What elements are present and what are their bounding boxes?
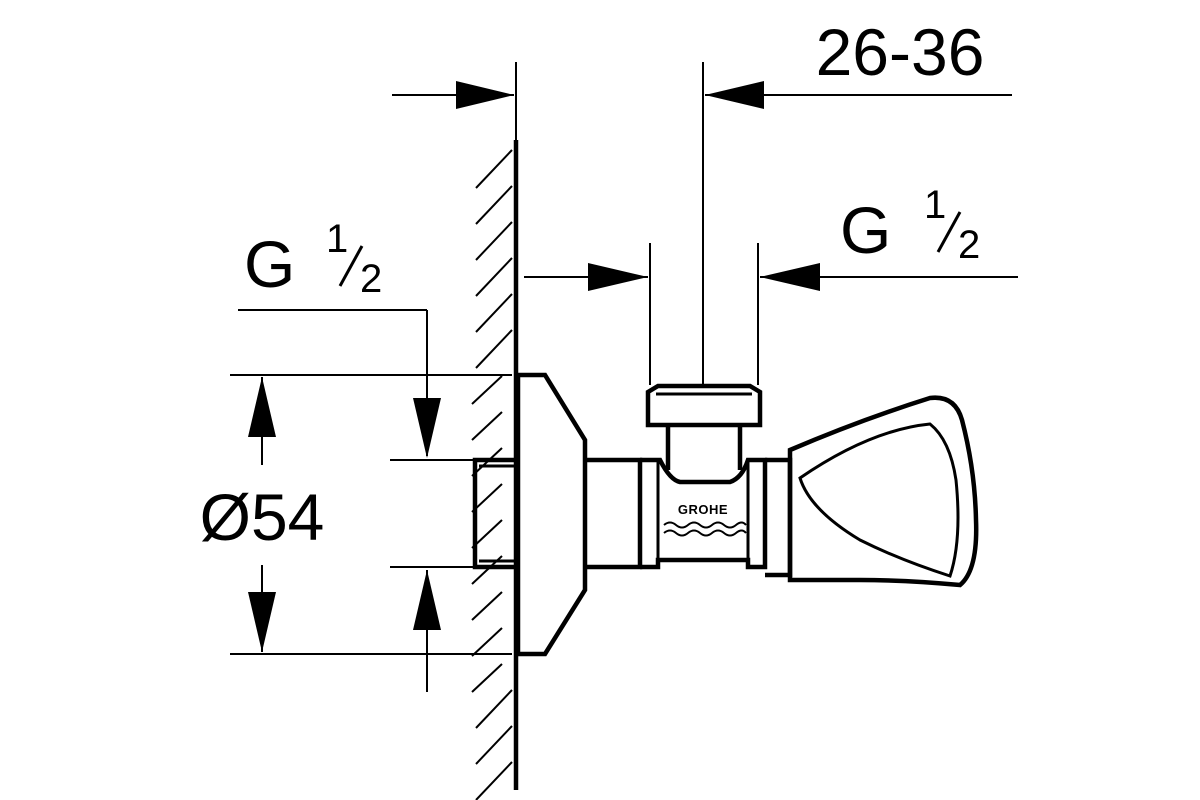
handle-facet <box>798 422 960 578</box>
diameter-label: Ø54 <box>200 480 325 554</box>
outlet-thread-denominator: 2 <box>958 223 980 267</box>
hatch-stroke <box>471 375 503 405</box>
hatch-stroke <box>475 725 513 765</box>
hatch-stroke <box>475 185 513 225</box>
inlet-arrow-top <box>413 398 441 458</box>
hatch-stroke <box>471 411 503 441</box>
grohe-logo-text: GROHE <box>678 502 728 517</box>
diameter-arrow-top <box>248 377 276 437</box>
hatch-stroke <box>471 663 503 693</box>
handle <box>787 395 979 588</box>
handle-connector <box>765 457 793 578</box>
wall-hatching <box>471 149 513 800</box>
outlet-neck <box>665 425 743 470</box>
diameter-arrow-bottom <box>248 592 276 652</box>
grohe-logo-wave-1 <box>663 521 747 529</box>
inlet-thread-denominator: 2 <box>360 257 382 301</box>
hatch-stroke <box>475 761 513 800</box>
hatch-stroke <box>471 591 503 621</box>
top-dimension-arrow <box>705 81 764 109</box>
outlet-thread-slash <box>936 211 962 253</box>
inlet-stub <box>472 457 516 570</box>
inlet-thread-slash <box>338 245 364 287</box>
hatch-stroke <box>475 149 513 189</box>
grohe-logo: GROHE <box>663 502 747 537</box>
top-dimension-label: 26-36 <box>816 15 985 89</box>
wall <box>471 140 519 800</box>
hatch-stroke <box>475 221 513 261</box>
outlet-thread-label: G 1 2 <box>840 183 980 267</box>
outlet-arrow-left <box>588 263 648 291</box>
outlet-arrow-right <box>760 263 820 291</box>
inlet-thread-numerator: 1 <box>326 217 348 261</box>
wall-arrow <box>456 81 514 109</box>
outlet-hex-nut <box>645 383 763 428</box>
hatch-stroke <box>471 627 503 657</box>
outlet-thread-letter: G <box>840 193 891 267</box>
inlet-thread-dimension: G 1 2 <box>238 217 475 692</box>
diameter-dimension: Ø54 <box>200 374 512 655</box>
outlet-thread-dimension: G 1 2 <box>524 183 1018 385</box>
grohe-logo-wave-2 <box>663 529 747 537</box>
rosette <box>515 372 588 657</box>
body-center <box>640 457 768 570</box>
inlet-thread-label: G 1 2 <box>244 217 382 301</box>
hatch-stroke <box>475 293 513 333</box>
dimension-26-36: 26-36 <box>702 15 1012 385</box>
inlet-thread-letter: G <box>244 227 295 301</box>
wall-reference-dimension <box>392 62 517 140</box>
inlet-arrow-bottom <box>413 570 441 630</box>
angle-valve: GROHE <box>472 372 979 657</box>
outlet-thread-numerator: 1 <box>924 183 946 227</box>
hatch-stroke <box>475 257 513 297</box>
hatch-stroke <box>475 689 513 729</box>
body-neck <box>585 457 643 570</box>
hatch-stroke <box>475 329 513 369</box>
